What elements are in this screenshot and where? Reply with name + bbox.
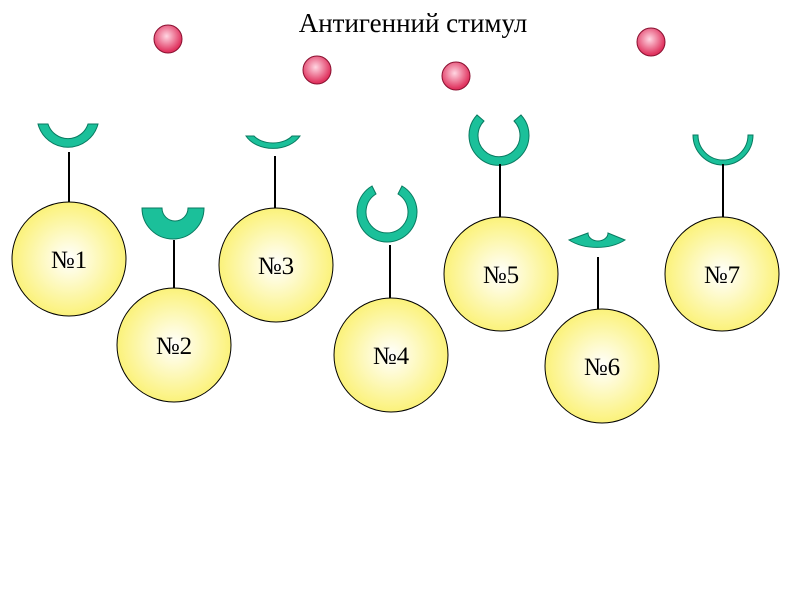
cell-label: №1: [51, 247, 87, 274]
cell-label: №6: [584, 354, 620, 381]
antigen-3: [441, 61, 471, 91]
receptor-thick-cup: [141, 207, 205, 240]
cell-3: №3: [218, 135, 334, 323]
cell-body: [664, 216, 780, 332]
cell-7: №7: [664, 134, 780, 332]
receptor-deep-cup: [468, 114, 530, 166]
cell-5: №5: [443, 114, 559, 332]
receptor-open-ring: [356, 185, 418, 243]
cell-label: №4: [373, 343, 410, 370]
antigen-4: [636, 27, 666, 57]
antigen-group: [153, 24, 666, 91]
cell-label: №3: [258, 253, 294, 280]
cell-1: №1: [11, 123, 127, 317]
cell-body: [544, 308, 660, 424]
antigen-2: [302, 55, 332, 85]
cell-label: №5: [483, 262, 519, 289]
receptor-wide-cup: [692, 134, 754, 166]
receptor-cup: [37, 123, 99, 148]
cell-body: [218, 207, 334, 323]
cell-label: №2: [156, 333, 192, 360]
cell-6: №6: [544, 232, 660, 424]
cell-body: [333, 297, 449, 413]
receptor-notched-wedge: [567, 232, 627, 248]
cell-2: №2: [116, 207, 232, 403]
diagram-title: Антигенний стимул: [298, 8, 528, 38]
cell-body: [11, 201, 127, 317]
cell-body: [116, 287, 232, 403]
cell-4: №4: [333, 185, 449, 413]
cell-body: [443, 216, 559, 332]
cell-label: №7: [704, 262, 740, 289]
receptor-shallow-cup: [245, 135, 301, 149]
antigen-1: [153, 24, 183, 54]
